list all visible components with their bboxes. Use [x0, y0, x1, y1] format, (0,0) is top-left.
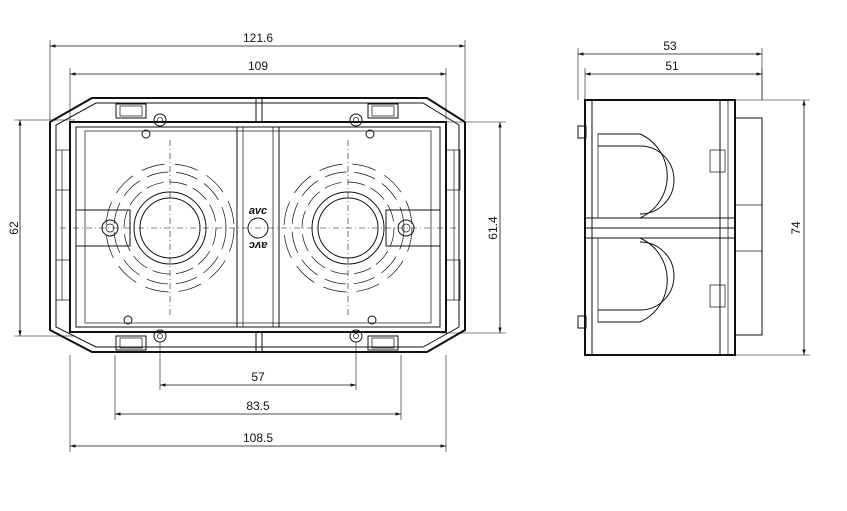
centerlines	[60, 140, 456, 316]
dim-screw-spacing: 57	[159, 342, 357, 390]
dim-inner-depth: 51	[584, 59, 763, 100]
dim-mid-span-label: 83.5	[246, 399, 270, 413]
dim-height: 74	[735, 99, 810, 356]
dim-inner-width-label: 109	[248, 59, 268, 73]
logo-top: avc	[249, 205, 267, 217]
dim-height-label: 74	[789, 221, 803, 235]
dim-inner-width: 109	[69, 59, 447, 120]
screw-left	[101, 219, 119, 237]
side-knockout-upper	[597, 133, 692, 219]
front-view: 121.6 109 62 61.4	[7, 31, 506, 452]
side-body	[577, 99, 763, 356]
dim-inner-height: 61.4	[440, 121, 506, 334]
side-knockout-lower	[597, 237, 692, 323]
logo-bottom: avc	[249, 239, 267, 251]
box-outline	[49, 97, 466, 353]
dim-mid-span: 83.5	[114, 355, 402, 420]
dim-inner-depth-label: 51	[665, 59, 679, 73]
center-divider: avc avc	[236, 127, 280, 327]
dim-overall-depth: 53	[577, 39, 763, 100]
side-ribs	[55, 149, 461, 301]
dim-overall-height-label: 62	[7, 221, 21, 235]
screw-right	[397, 219, 415, 237]
dim-screw-spacing-label: 57	[251, 370, 265, 384]
mounting-ears	[76, 209, 440, 247]
dim-overall-width: 121.6	[49, 31, 466, 120]
dim-overall-height: 62	[7, 119, 75, 337]
top-tabs	[115, 98, 399, 122]
bottom-tabs	[115, 332, 399, 352]
screw-holes	[123, 113, 377, 343]
side-view: 53 51 74	[577, 39, 810, 356]
dim-bottom-inner-width: 108.5	[69, 355, 447, 452]
dim-overall-width-label: 121.6	[243, 31, 273, 45]
dim-inner-height-label: 61.4	[486, 216, 500, 240]
dim-overall-depth-label: 53	[663, 39, 677, 53]
dim-bottom-inner-width-label: 108.5	[243, 431, 273, 445]
